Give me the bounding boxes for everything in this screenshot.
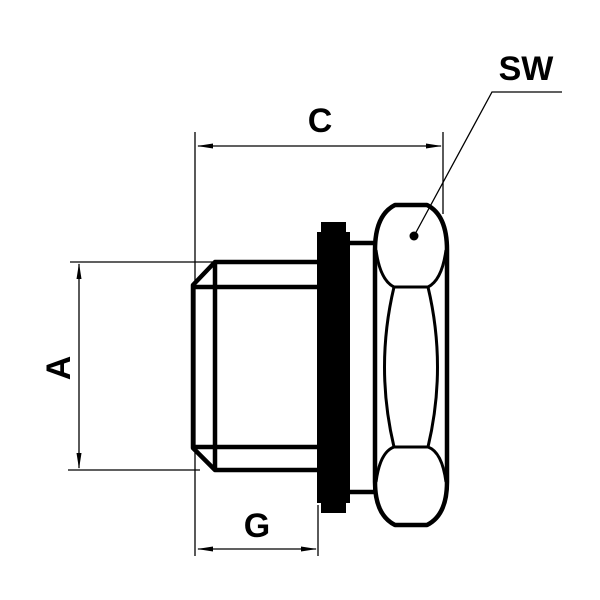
- dimension-g: [197, 505, 319, 556]
- label-sw: SW: [499, 50, 555, 88]
- sealing-washer: [317, 222, 350, 513]
- dimension-c: [194, 132, 444, 556]
- neck: [350, 240, 377, 495]
- label-a: A: [40, 356, 78, 381]
- dimension-a: [68, 261, 213, 471]
- label-c: C: [308, 102, 333, 140]
- label-g: G: [244, 507, 270, 545]
- sw-leader: [409, 91, 562, 241]
- threaded-shank: [190, 259, 317, 473]
- hex-head: [372, 202, 450, 528]
